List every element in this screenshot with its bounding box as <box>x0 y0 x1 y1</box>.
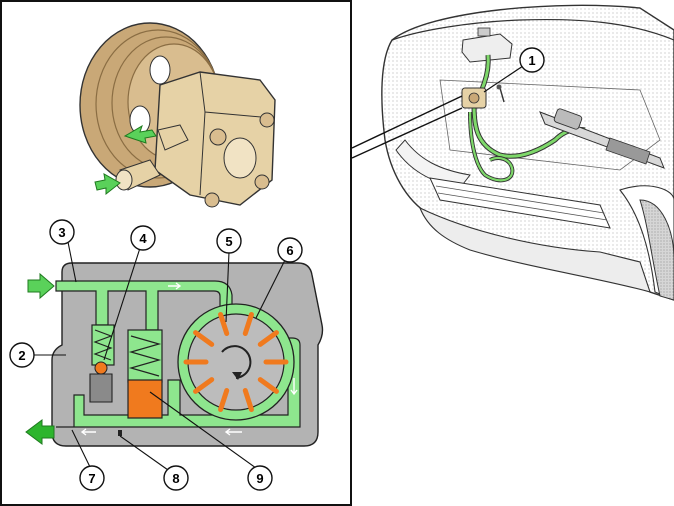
flow-arrow-icon <box>224 428 242 436</box>
svg-text:8: 8 <box>172 471 179 486</box>
bolt-icon <box>254 174 270 190</box>
pump-pulley-small <box>468 92 480 104</box>
svg-text:2: 2 <box>18 348 25 363</box>
svg-text:4: 4 <box>139 231 147 246</box>
flow-valve-piston <box>127 379 163 419</box>
flow-arrow-icon <box>80 428 96 436</box>
outlet-arrow-icon <box>123 124 157 144</box>
pump-vane <box>257 330 279 347</box>
callout-7: 7 <box>71 429 105 491</box>
svg-text:1: 1 <box>528 53 535 68</box>
car-bumper <box>418 206 651 293</box>
fluid-reservoir <box>461 33 513 63</box>
clockwise-rotation-arrow-icon <box>221 345 252 379</box>
svg-text:5: 5 <box>225 234 232 249</box>
pulley-hole <box>149 55 171 85</box>
pump-vane <box>193 330 215 347</box>
pump-external-view <box>79 22 276 208</box>
car-grille <box>429 177 611 229</box>
callout-6: 6 <box>255 237 303 319</box>
flow-valve-spring <box>128 335 162 377</box>
return-line-fill <box>468 111 514 182</box>
svg-text:9: 9 <box>256 471 263 486</box>
flow-arrow-icon <box>168 282 182 290</box>
pump-vane <box>257 377 279 394</box>
callout-2: 2 <box>9 342 66 368</box>
bolt <box>499 87 505 103</box>
inlet-channel <box>55 280 233 331</box>
svg-text:6: 6 <box>286 243 293 258</box>
car-hood-edge <box>391 18 674 41</box>
callout-1: 1 <box>483 47 545 93</box>
outlet-port <box>157 124 189 151</box>
zoom-line-bottom <box>351 107 463 159</box>
outlet-arrow-icon <box>25 419 55 445</box>
bolt-icon <box>259 112 275 128</box>
inlet-arrow-icon <box>94 173 121 196</box>
bolt-head <box>496 84 502 90</box>
grille-slat <box>437 192 608 221</box>
pump-vane <box>242 388 254 413</box>
pump-schematic <box>25 262 324 447</box>
relief-valve-seat <box>89 373 113 403</box>
flow-arrow-icon <box>290 378 298 396</box>
inlet-arrow-icon <box>27 272 55 300</box>
steering-gear <box>553 108 583 130</box>
car-front-illustration <box>381 4 674 301</box>
pump-vane <box>218 311 230 336</box>
svg-text:7: 7 <box>88 471 95 486</box>
callout-3: 3 <box>49 219 77 283</box>
callout-9: 9 <box>149 391 273 491</box>
steering-boot <box>605 137 651 165</box>
pump-vanes <box>183 311 289 413</box>
car-wheel <box>639 199 674 301</box>
orifice <box>118 430 122 436</box>
pump-vane <box>218 388 230 413</box>
pump-vane <box>242 311 254 336</box>
bolt-icon <box>209 128 227 146</box>
relief-valve-spring <box>93 329 113 361</box>
callout-8: 8 <box>119 435 189 491</box>
callout-4: 4 <box>103 225 156 361</box>
car-headlight-left <box>395 139 471 189</box>
callout-5: 5 <box>216 228 242 323</box>
grille-slat <box>435 185 605 214</box>
svg-text:3: 3 <box>58 225 65 240</box>
pump-cover <box>223 137 257 179</box>
bolt-icon <box>204 192 220 208</box>
pump-vane <box>193 377 215 394</box>
relief-valve-ball <box>94 361 108 375</box>
reservoir-cap <box>477 27 491 37</box>
zoom-line-top <box>351 95 463 149</box>
